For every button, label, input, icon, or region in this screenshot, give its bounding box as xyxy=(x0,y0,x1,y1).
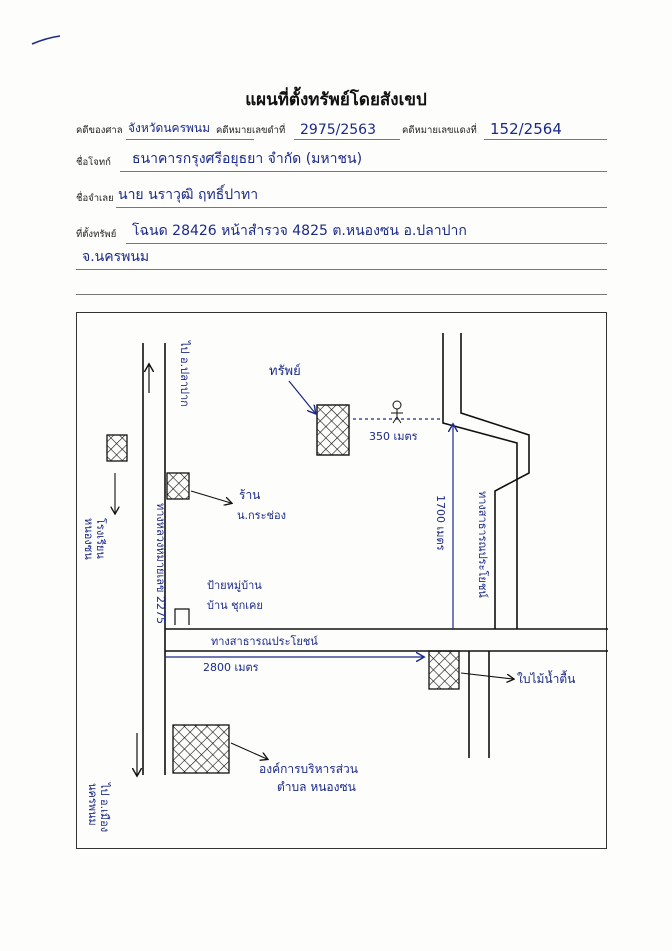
village-sign-label: ป้ายหมู่บ้าน xyxy=(207,579,262,592)
black-case-label: คดีหมายเลขดำที่ xyxy=(216,125,286,136)
branch-road-label: ทางสาธารณประโยชน์ xyxy=(211,634,318,648)
shop-label: ร้าน xyxy=(239,488,260,502)
location-row-2: จ.นครพนม xyxy=(76,248,607,272)
defendant-label: ชื่อจำเลย xyxy=(76,193,114,204)
red-case-label: คดีหมายเลขแดงที่ xyxy=(402,125,477,136)
side-road-right xyxy=(460,333,530,629)
to-city-label: ไป อ.เมือง xyxy=(98,782,111,832)
office-label: องค์การบริหารส่วน xyxy=(259,762,358,776)
asset-label: ทรัพย์ xyxy=(269,363,301,379)
to-city-label-2: นครพนม xyxy=(86,783,99,826)
office-label-2: ตำบล หนองซน xyxy=(277,780,356,794)
asset-plot xyxy=(316,404,350,456)
pole-plot xyxy=(428,650,460,690)
location-value: โฉนด 28426 หน้าสำรวจ 4825 ต.หนองซน อ.ปลา… xyxy=(132,223,467,239)
school-label: โรงเรียน xyxy=(94,518,108,559)
distance-2800-label: 2800 เมตร xyxy=(203,661,259,674)
red-case-value: 152/2564 xyxy=(490,120,562,138)
location-map: ทรัพย์ 350 เมตร 1700 เมตร ร้าน น.กระช่อง… xyxy=(82,333,608,832)
blank-line xyxy=(76,294,607,295)
location-value-2: จ.นครพนม xyxy=(82,249,150,265)
school-label-2: หนองซน xyxy=(82,518,95,560)
court-value: จังหวัดนครพนม xyxy=(128,121,211,135)
defendant-row: ชื่อจำเลย นาย นราวุฒิ ฤทธิ์ปาทา xyxy=(76,186,607,210)
page-title: แผนที่ตั้งทรัพย์โดยสังเขป xyxy=(245,90,427,110)
shop-owner-label: น.กระช่อง xyxy=(237,509,286,522)
distance-350-label: 350 เมตร xyxy=(369,430,418,443)
to-plapak-label: ไป อ.ปลาปาก xyxy=(178,340,191,407)
defendant-value: นาย นราวุฒิ ฤทธิ์ปาทา xyxy=(118,187,259,203)
location-row: ที่ตั้งทรัพย์ โฉนด 28426 หน้าสำรวจ 4825 … xyxy=(76,222,607,246)
location-label: ที่ตั้งทรัพย์ xyxy=(76,229,117,240)
plaintiff-label: ชื่อโจทก์ xyxy=(76,157,111,168)
pen-mark xyxy=(31,35,61,45)
school-plot xyxy=(106,434,128,462)
distance-1700-label: 1700 เมตร xyxy=(434,495,447,551)
court-label: คดีของศาล xyxy=(76,125,123,136)
highway-label: ทางหลวงหมายเลข 2275 xyxy=(154,503,167,624)
side-road-label: ทางสาธารณประโยชน์ xyxy=(476,491,490,598)
side-road-left xyxy=(442,333,518,629)
plaintiff-value: ธนาคารกรุงศรีอยุธยา จำกัด (มหาชน) xyxy=(132,151,363,167)
village-sign-icon xyxy=(174,608,190,625)
map-frame: ทรัพย์ 350 เมตร 1700 เมตร ร้าน น.กระช่อง… xyxy=(76,312,608,849)
black-case-value: 2975/2563 xyxy=(300,122,376,138)
shop-plot xyxy=(166,472,190,500)
village-name-label: บ้าน ชุกเคย xyxy=(207,599,263,612)
office-plot xyxy=(172,724,230,774)
plaintiff-row: ชื่อโจทก์ ธนาคารกรุงศรีอยุธยา จำกัด (มหา… xyxy=(76,150,607,174)
pole-label: ใบไม้น้ำตื้น xyxy=(517,670,575,686)
case-row: คดีของศาล จังหวัดนครพนม คดีหมายเลขดำที่ … xyxy=(76,118,607,142)
